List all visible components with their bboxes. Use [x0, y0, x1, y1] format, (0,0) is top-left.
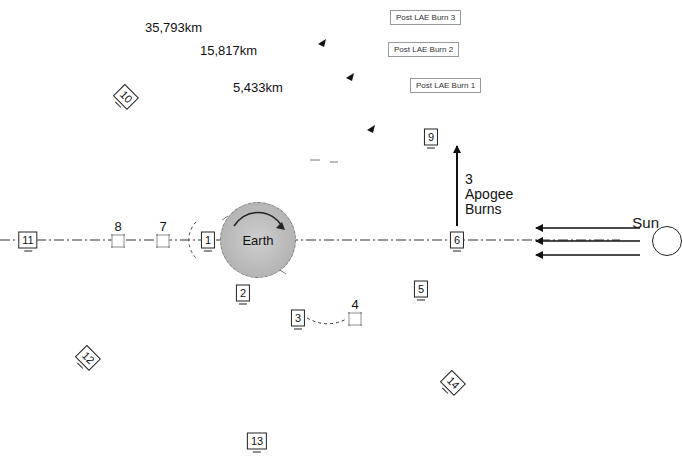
satellite-icon: 4	[349, 313, 362, 326]
rotation-head	[276, 222, 285, 230]
burn-arrow	[456, 146, 458, 226]
pointer	[367, 125, 375, 133]
annotation-text: Post LAE Burn 3	[396, 13, 455, 22]
earth-circle: Earth	[220, 202, 296, 278]
callout-number: 9	[428, 131, 434, 143]
callout-number: 11	[22, 234, 33, 246]
satellite-icon: 12	[75, 345, 101, 371]
rotation-arc	[234, 212, 282, 226]
callout-number: 14	[445, 374, 462, 391]
callout-number: 10	[118, 88, 135, 105]
satellite-icon: 3	[291, 310, 305, 327]
altitude-label: 15,817km	[200, 43, 257, 58]
callout-number: 3	[295, 312, 301, 324]
satellite-icon: 2	[236, 285, 250, 302]
satellite-icon: 6	[450, 232, 464, 249]
sunlight-arrow	[536, 254, 640, 256]
annotation-text: Post LAE Burn 1	[416, 81, 475, 90]
apsis-line	[0, 240, 620, 241]
pointer	[318, 39, 326, 47]
satellite-icon: 9	[424, 129, 438, 146]
orbit-arc	[189, 222, 196, 258]
satellite-icon: 7	[157, 235, 170, 248]
callout-number: 5	[418, 283, 424, 295]
callout-number: 2	[240, 287, 246, 299]
annotation-box: Post LAE Burn 1	[410, 78, 481, 93]
satellite-icon: 5	[414, 281, 428, 298]
body-label: Earth	[242, 233, 273, 248]
altitude-label: 5,433km	[233, 80, 283, 95]
annotation-box: Post LAE Burn 2	[388, 42, 459, 57]
satellite-icon: 11	[18, 232, 37, 249]
annotation-text: Post LAE Burn 2	[394, 45, 453, 54]
annotation-box: Post LAE Burn 3	[390, 10, 461, 25]
callout-number: 7	[159, 219, 166, 234]
callout-number: 6	[454, 234, 460, 246]
altitude-label: 35,793km	[145, 20, 202, 35]
pointer	[346, 73, 354, 81]
body-label: Sun	[632, 214, 659, 231]
callout-number: 12	[80, 349, 97, 366]
satellite-icon: 13	[247, 433, 267, 450]
satellite-icon: 8	[112, 235, 125, 248]
satellite-icon: 10	[113, 84, 139, 110]
trajectory-arc	[307, 318, 346, 324]
satellite-icon: 1	[201, 232, 215, 249]
callout-number: 8	[114, 219, 121, 234]
sunlight-arrow	[536, 227, 640, 229]
burn-label: 3 Apogee Burns	[465, 172, 517, 217]
sun-circle: Sun	[652, 226, 682, 256]
callout-number: 1	[205, 234, 211, 246]
satellite-icon: 14	[440, 370, 466, 396]
callout-number: 4	[351, 297, 358, 312]
callout-number: 13	[251, 435, 263, 447]
sunlight-arrow	[536, 240, 640, 242]
